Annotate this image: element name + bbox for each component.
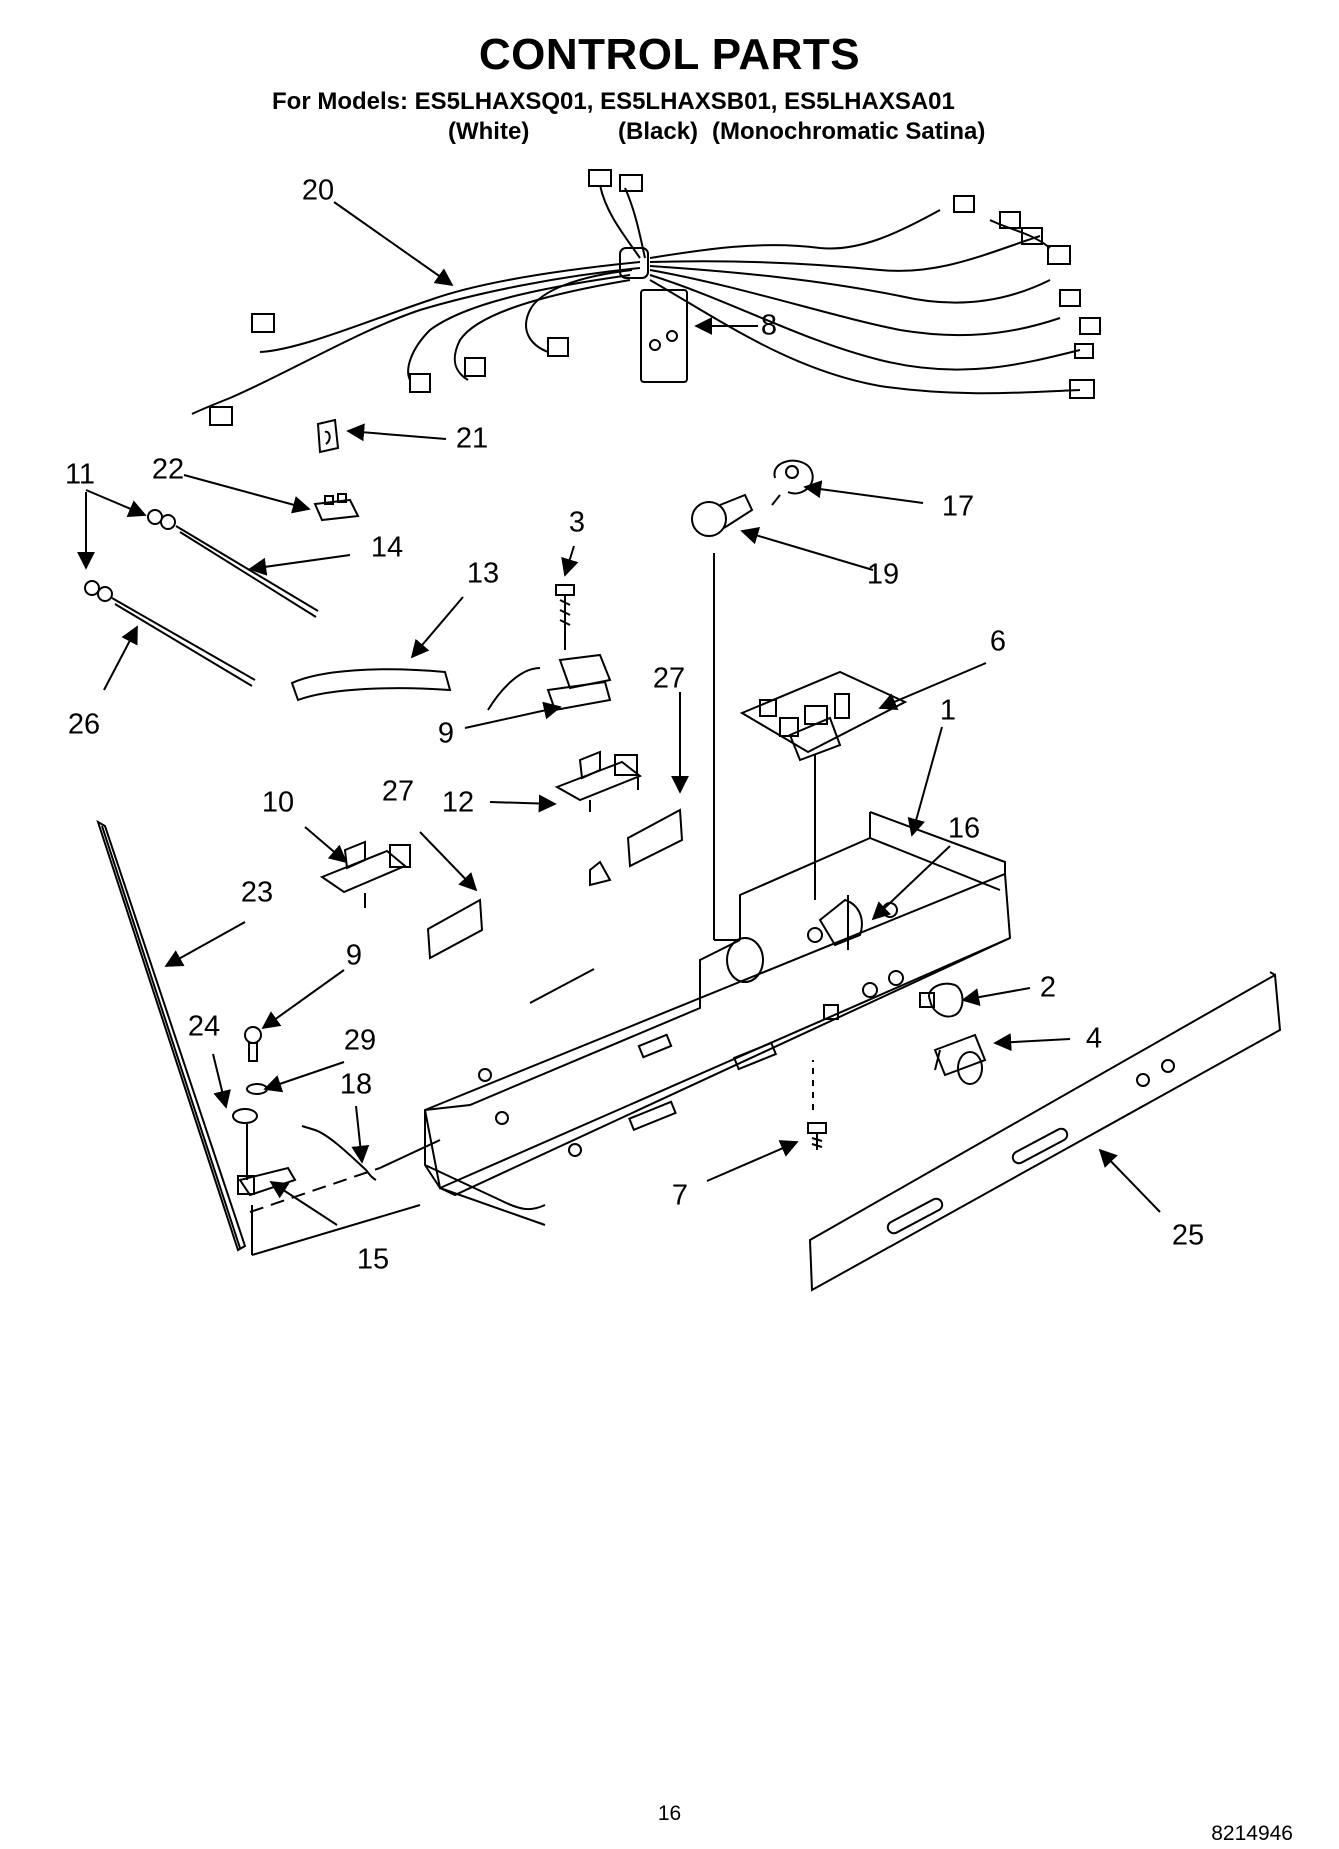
- clip-icon: [316, 418, 340, 454]
- tube-icon: [290, 668, 452, 702]
- callout-23: 23: [240, 876, 274, 909]
- trim-panel-icon: [808, 971, 1282, 1292]
- callout-17: 17: [941, 490, 975, 523]
- thermostat-icon: [933, 1033, 987, 1085]
- callout-22: 22: [151, 453, 185, 486]
- shield-icon: [96, 819, 247, 1252]
- callout-9-bottom: 9: [345, 939, 363, 972]
- callout-21: 21: [455, 422, 489, 455]
- callout-9-top: 9: [437, 717, 455, 750]
- variant-white: (White): [448, 118, 530, 145]
- tube-clip-icon: [313, 493, 360, 522]
- control-board-icon: [739, 670, 908, 900]
- callout-26: 26: [67, 708, 101, 741]
- callout-29: 29: [343, 1024, 377, 1057]
- callout-7: 7: [671, 1179, 689, 1212]
- callout-27-left: 27: [381, 775, 415, 808]
- callout-10: 10: [261, 786, 295, 819]
- callout-18: 18: [339, 1068, 373, 1101]
- callout-27-top: 27: [652, 662, 686, 695]
- leader-lines: [77, 201, 1161, 1226]
- callout-3: 3: [568, 506, 586, 539]
- bracket-icon: [554, 750, 642, 812]
- control-housing-icon: [249, 811, 1012, 1256]
- callout-19: 19: [866, 558, 900, 591]
- foam-pad-icon: [640, 289, 688, 383]
- callout-4: 4: [1085, 1022, 1103, 1055]
- knob-icon: [919, 982, 964, 1018]
- callout-20: 20: [301, 174, 335, 207]
- callout-15: 15: [356, 1243, 390, 1276]
- variant-black: (Black): [618, 118, 699, 145]
- variant-satina: (Monochromatic Satina): [712, 118, 986, 145]
- light-socket-icon: [771, 459, 814, 506]
- callout-12: 12: [441, 786, 475, 819]
- page-title: CONTROL PARTS: [478, 30, 861, 79]
- callout-14: 14: [370, 531, 404, 564]
- label-icon: [426, 808, 684, 960]
- callout-2: 2: [1039, 971, 1057, 1004]
- page-number: 16: [657, 1802, 682, 1825]
- models-line: For Models: ES5LHAXSQ01, ES5LHAXSB01, ES…: [272, 88, 955, 115]
- callout-24: 24: [187, 1010, 221, 1043]
- callout-1: 1: [939, 694, 957, 727]
- callout-8: 8: [760, 309, 778, 342]
- hinge-hardware-icon: [232, 1026, 297, 1197]
- callout-11: 11: [64, 458, 96, 491]
- wire-icon: [301, 1125, 377, 1181]
- document-number: 8214946: [1211, 1822, 1293, 1845]
- wiring-harness-icon: [191, 169, 1101, 426]
- light-bulb-icon: [691, 493, 754, 941]
- switch-icon: [487, 584, 612, 712]
- callout-16: 16: [947, 812, 981, 845]
- callout-25: 25: [1171, 1219, 1205, 1252]
- capillary-tube-icon: [84, 509, 319, 687]
- screw-icon: [807, 1060, 827, 1150]
- callout-13: 13: [466, 557, 500, 590]
- callout-6: 6: [989, 625, 1007, 658]
